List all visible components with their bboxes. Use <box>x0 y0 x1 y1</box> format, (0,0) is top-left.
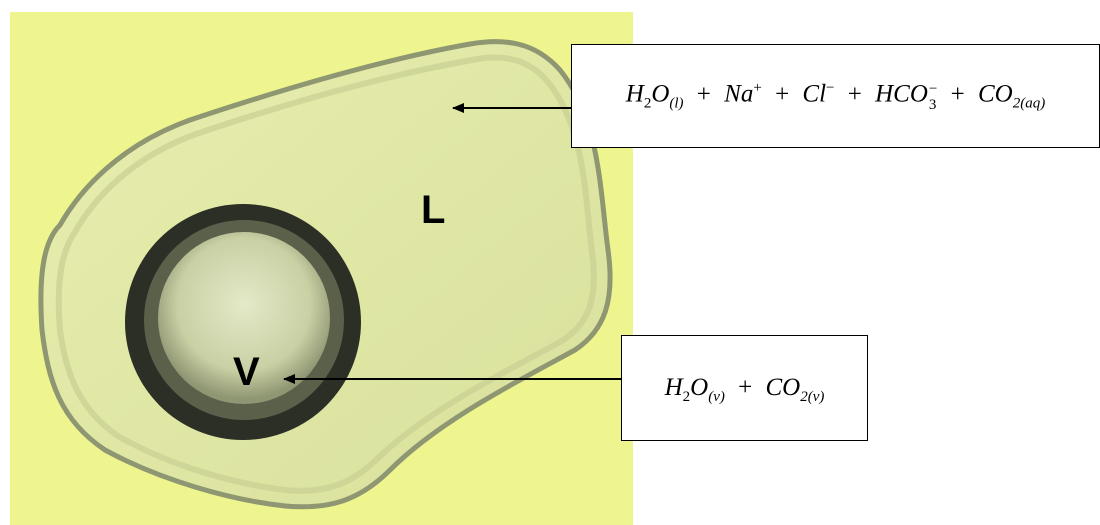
vapor-phase-label: V <box>233 352 260 392</box>
vapor-composition-box: H2O(v) + CO2(v) <box>621 335 868 441</box>
liquid-composition-box: H2O(l) + Na+ + Cl− + HCO−3 + CO2(aq) <box>571 44 1100 148</box>
liquid-formula: H2O(l) + Na+ + Cl− + HCO−3 + CO2(aq) <box>626 80 1045 112</box>
vapor-formula: H2O(v) + CO2(v) <box>665 374 825 402</box>
liquid-phase-label: L <box>421 190 445 230</box>
